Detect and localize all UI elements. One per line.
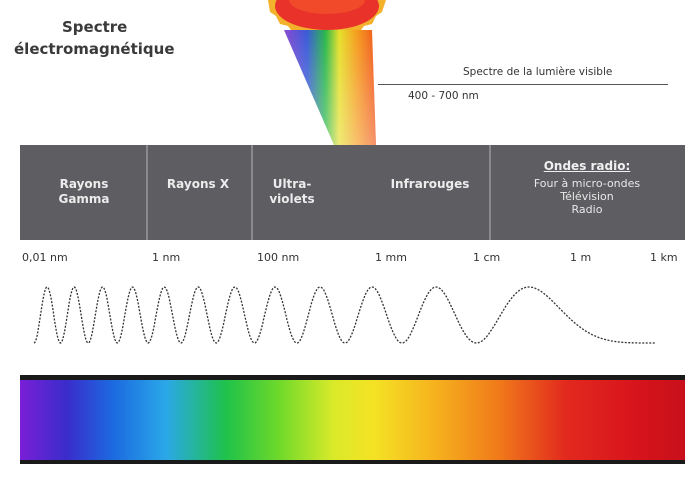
band-x-rays-label: Rayons X — [166, 177, 230, 191]
scale-label: 1 cm — [473, 251, 501, 264]
radio-item-3: Radio — [571, 203, 603, 216]
scale-label: 0,01 nm — [22, 251, 68, 264]
radio-item-2: Télévision — [560, 190, 614, 203]
band-ultraviolet: Ultra- violets — [252, 177, 332, 207]
band-gamma-line-2: Gamma — [58, 192, 110, 206]
scale-label: 1 km — [650, 251, 678, 264]
band-radio: Ondes radio: Four à micro-ondes Télévisi… — [494, 159, 680, 216]
wavelength-wave — [33, 286, 656, 344]
spectrum-band: Rayons Gamma Rayons X Ultra- violets Inf… — [20, 145, 685, 240]
band-gamma: Rayons Gamma — [34, 177, 134, 207]
title-line-1: Spectre — [62, 18, 128, 36]
radio-title: Ondes radio: — [543, 159, 631, 173]
band-divider — [146, 145, 148, 240]
visible-range-label: 400 - 700 nm — [408, 90, 479, 102]
band-divider — [251, 145, 253, 240]
visible-spectrum-line — [378, 84, 668, 85]
radio-item-1: Four à micro-ondes — [533, 177, 641, 190]
scale-label: 100 nm — [257, 251, 300, 264]
title-line-2: électromagnétique — [14, 40, 175, 58]
band-ultraviolet-line-2: violets — [269, 192, 315, 206]
band-ultraviolet-line-1: Ultra- — [272, 177, 312, 191]
band-gamma-line-1: Rayons — [59, 177, 109, 191]
scale-label: 1 m — [570, 251, 592, 264]
band-infrared: Infrarouges — [374, 177, 486, 192]
visible-spectrum-label: Spectre de la lumière visible — [463, 66, 613, 78]
scale-label: 1 mm — [375, 251, 407, 264]
scale-label: 1 nm — [152, 251, 181, 264]
band-divider — [489, 145, 491, 240]
band-infrared-label: Infrarouges — [390, 177, 470, 191]
diagram-title: Spectre électromagnétique — [14, 16, 234, 60]
visible-color-bar — [20, 375, 685, 464]
band-x-rays: Rayons X — [148, 177, 248, 192]
